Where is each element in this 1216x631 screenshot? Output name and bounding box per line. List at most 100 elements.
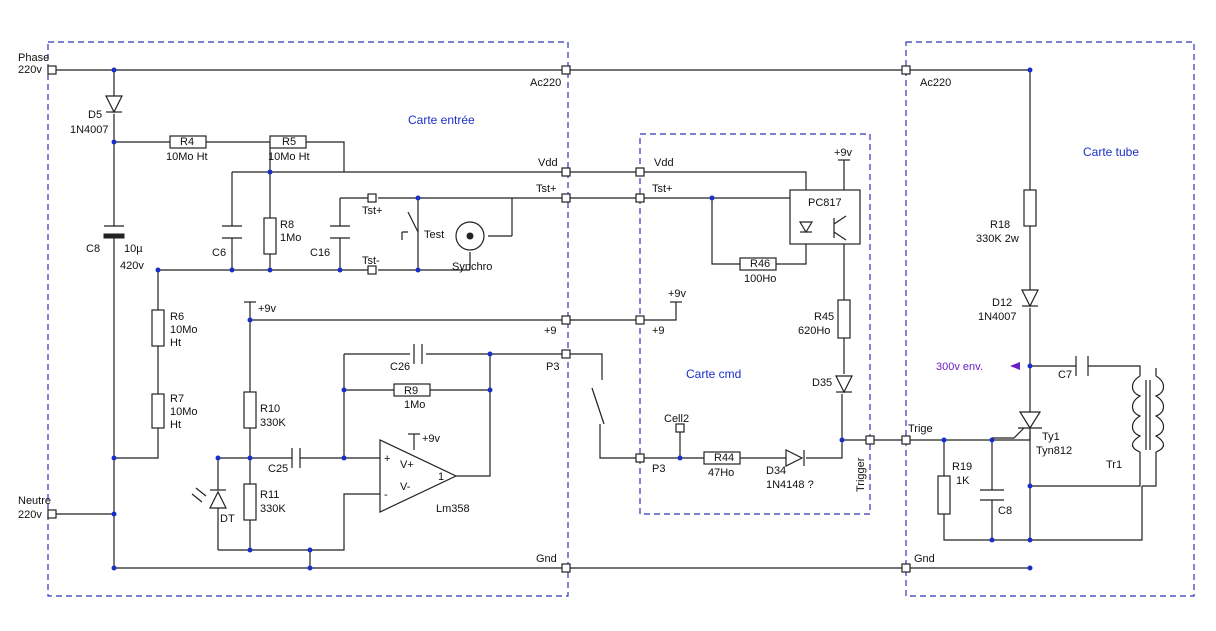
label-pc817: PC817 bbox=[808, 197, 842, 209]
label-r7: R7 bbox=[170, 393, 184, 405]
capacitor-c26 bbox=[413, 344, 423, 364]
label-opamp-vplus: V+ bbox=[400, 459, 414, 471]
label-r45: R45 bbox=[814, 311, 834, 323]
label-opamp: Lm358 bbox=[436, 503, 470, 515]
label-synchro: Synchro bbox=[452, 261, 492, 273]
connectors bbox=[47, 65, 911, 573]
label-r18: R18 bbox=[990, 219, 1010, 231]
port-tst-b: Tst+ bbox=[652, 183, 672, 195]
label-c16: C16 bbox=[310, 247, 330, 259]
label-r5: R5 bbox=[282, 136, 296, 148]
label-r4: R4 bbox=[180, 136, 194, 148]
resistor-r4 bbox=[169, 135, 207, 149]
resistor-r19 bbox=[937, 475, 951, 515]
label-r8-value: 1Mo bbox=[280, 232, 301, 244]
label-d5-value: 1N4007 bbox=[70, 124, 109, 136]
diode-d5 bbox=[105, 95, 123, 114]
port-phase-voltage: 220v bbox=[18, 64, 42, 76]
label-c7: C7 bbox=[1058, 369, 1072, 381]
port-ac220-a: Ac220 bbox=[530, 77, 561, 89]
supply-9v-c: +9v bbox=[834, 147, 853, 159]
label-test: Test bbox=[424, 229, 444, 241]
resistor-r10 bbox=[243, 391, 257, 429]
thyristor-ty1 bbox=[992, 411, 1042, 439]
resistor-r11 bbox=[243, 483, 257, 521]
label-r45-value: 620Ho bbox=[798, 325, 830, 337]
port-gnd-a: Gnd bbox=[536, 553, 557, 565]
voltage-arrow bbox=[1010, 362, 1020, 370]
port-cell2: Cell2 bbox=[664, 413, 689, 425]
label-c8-value-2: 420v bbox=[120, 260, 144, 272]
port-plus9-b: +9 bbox=[652, 325, 665, 337]
resistor-r8 bbox=[263, 217, 277, 255]
capacitor-c6 bbox=[222, 225, 242, 239]
port-p3-a: P3 bbox=[546, 361, 559, 373]
label-r10: R10 bbox=[260, 403, 280, 415]
port-trige: Trige bbox=[908, 423, 933, 435]
capacitor-c7 bbox=[1075, 356, 1089, 376]
port-vdd-a: Vdd bbox=[538, 157, 558, 169]
port-p3-b: P3 bbox=[652, 463, 665, 475]
label-r4-value: 10Mo Ht bbox=[166, 151, 208, 163]
label-c6: C6 bbox=[212, 247, 226, 259]
label-r6-value-2: Ht bbox=[170, 337, 181, 349]
resistor-r9 bbox=[393, 383, 431, 397]
synchro-connector bbox=[455, 221, 485, 251]
board-tube-title: Carte tube bbox=[1083, 145, 1139, 159]
label-c8-value-1: 10µ bbox=[124, 243, 143, 255]
resistor-r6 bbox=[151, 309, 165, 347]
diode-d35 bbox=[835, 375, 853, 394]
label-r11-value: 330K bbox=[260, 503, 286, 515]
port-tst-a: Tst+ bbox=[536, 183, 556, 195]
p3-switch bbox=[591, 387, 605, 425]
resistor-r5 bbox=[269, 135, 307, 149]
supply-9v-d: +9v bbox=[422, 433, 441, 445]
label-r44: R44 bbox=[714, 452, 734, 464]
diode-d12 bbox=[1021, 289, 1039, 308]
label-r6-value-1: 10Mo bbox=[170, 324, 198, 336]
capacitor-c25 bbox=[291, 448, 301, 468]
label-c8: C8 bbox=[86, 243, 100, 255]
port-ac220-b: Ac220 bbox=[920, 77, 951, 89]
label-tr1: Tr1 bbox=[1106, 459, 1122, 471]
diode-d34 bbox=[785, 449, 805, 467]
label-r46-value: 100Ho bbox=[744, 273, 776, 285]
port-trigger: Trigger bbox=[855, 457, 867, 492]
supply-9v-a: +9v bbox=[258, 303, 277, 315]
port-neutre-voltage: 220v bbox=[18, 509, 42, 521]
optocoupler-pc817 bbox=[789, 189, 861, 245]
port-gnd-b: Gnd bbox=[914, 553, 935, 565]
photodiode-dt bbox=[191, 487, 227, 509]
resistor-r45 bbox=[837, 299, 851, 339]
resistor-r44 bbox=[703, 451, 741, 465]
label-r11: R11 bbox=[260, 489, 279, 501]
supply-markers bbox=[244, 159, 850, 435]
label-r19-value: 1K bbox=[956, 475, 970, 487]
port-vdd-b: Vdd bbox=[654, 157, 674, 169]
label-opamp-output: 1 bbox=[438, 471, 444, 483]
capacitor-c8 bbox=[103, 225, 125, 239]
label-d34-value: 1N4148 ? bbox=[766, 479, 814, 491]
board-tube-boundary bbox=[905, 41, 1195, 597]
label-r8: R8 bbox=[280, 219, 294, 231]
resistor-r46 bbox=[739, 257, 777, 271]
label-d34: D34 bbox=[766, 465, 786, 477]
label-d35: D35 bbox=[812, 377, 832, 389]
label-c25: C25 bbox=[268, 463, 288, 475]
resistor-r18 bbox=[1023, 189, 1037, 227]
label-r5-value: 10Mo Ht bbox=[268, 151, 310, 163]
opamp-lm358 bbox=[379, 439, 458, 513]
resistor-r7 bbox=[151, 393, 165, 429]
label-r7-value-2: Ht bbox=[170, 419, 181, 431]
port-neutre: Neutre bbox=[18, 495, 51, 507]
label-dt: DT bbox=[220, 513, 235, 525]
port-tst-plus: Tst+ bbox=[362, 205, 382, 217]
label-opamp-minus: - bbox=[384, 489, 388, 501]
label-c26: C26 bbox=[390, 361, 410, 373]
label-annotation: 300v env. bbox=[936, 361, 983, 373]
label-r44-value: 47Ho bbox=[708, 467, 734, 479]
label-r9-value: 1Mo bbox=[404, 399, 425, 411]
capacitor-c8-tube bbox=[980, 489, 1004, 501]
transformer-tr1 bbox=[1131, 368, 1165, 487]
